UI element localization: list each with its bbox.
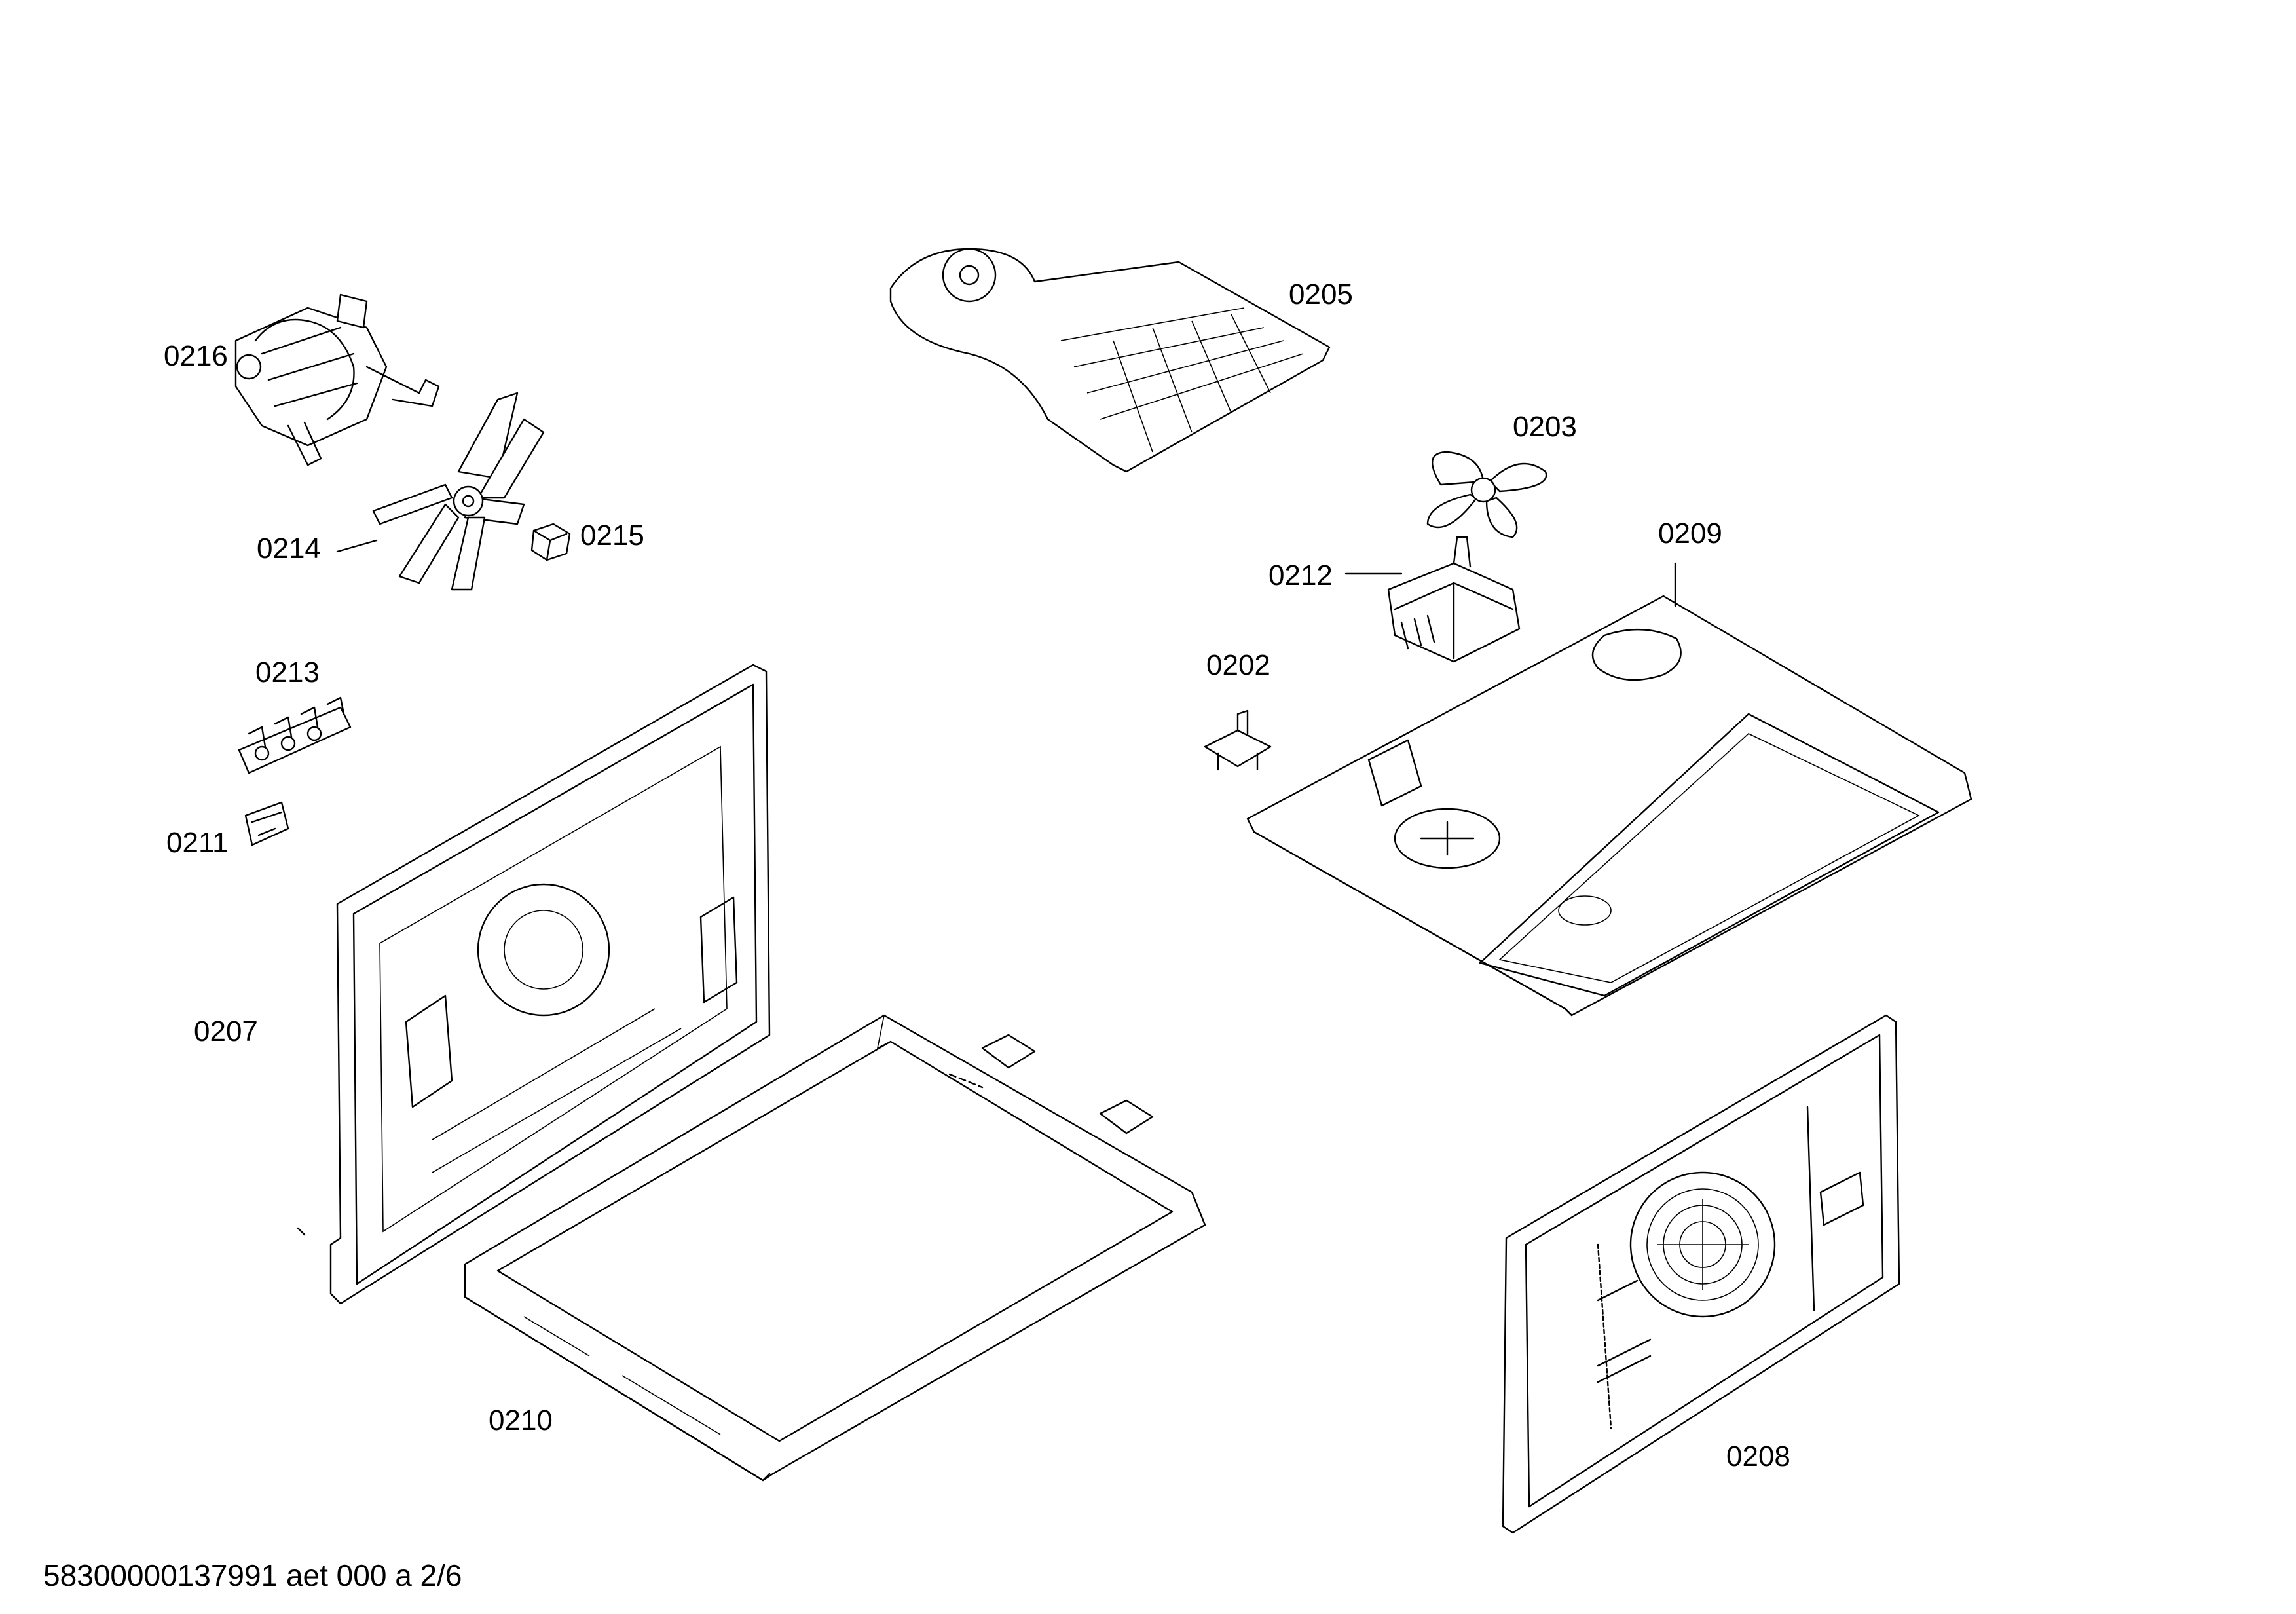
part-label-0210[interactable]: 0210 [489, 1404, 553, 1436]
part-label-0203[interactable]: 0203 [1513, 411, 1577, 443]
part-label-0208[interactable]: 0208 [1726, 1440, 1790, 1473]
document-footer-id: 58300000137991 aet 000 a 2/6 [43, 1558, 462, 1592]
clip-0211 [244, 801, 289, 846]
part-label-0202[interactable]: 0202 [1206, 649, 1270, 681]
part-label-0209[interactable]: 0209 [1658, 517, 1722, 550]
top-cover-0209 [1246, 595, 1972, 1017]
part-label-0212[interactable]: 0212 [1268, 559, 1333, 591]
fan-motor-0216 [234, 293, 440, 466]
bottom-tray-0210 [464, 1014, 1206, 1482]
part-label-0205[interactable]: 0205 [1289, 278, 1353, 310]
part-label-0216[interactable]: 0216 [164, 340, 228, 372]
fan-wheel-0203 [1426, 451, 1547, 538]
air-duct-0205 [889, 248, 1331, 473]
fan-blade-0214 [372, 392, 545, 591]
part-label-0207[interactable]: 0207 [194, 1015, 258, 1047]
part-label-0214[interactable]: 0214 [257, 533, 321, 565]
part-label-0211[interactable]: 0211 [166, 827, 229, 859]
thermostat-0202 [1204, 709, 1272, 771]
back-panel-0207 [329, 664, 771, 1305]
part-label-0213[interactable]: 0213 [255, 656, 320, 688]
part-label-0215[interactable]: 0215 [580, 519, 644, 552]
nut-0215 [530, 523, 571, 561]
fan-motor-0212 [1387, 536, 1521, 663]
inner-back-panel-0208 [1502, 1014, 1900, 1534]
terminal-block-0213 [238, 696, 352, 774]
leader-lines [297, 539, 1676, 1236]
